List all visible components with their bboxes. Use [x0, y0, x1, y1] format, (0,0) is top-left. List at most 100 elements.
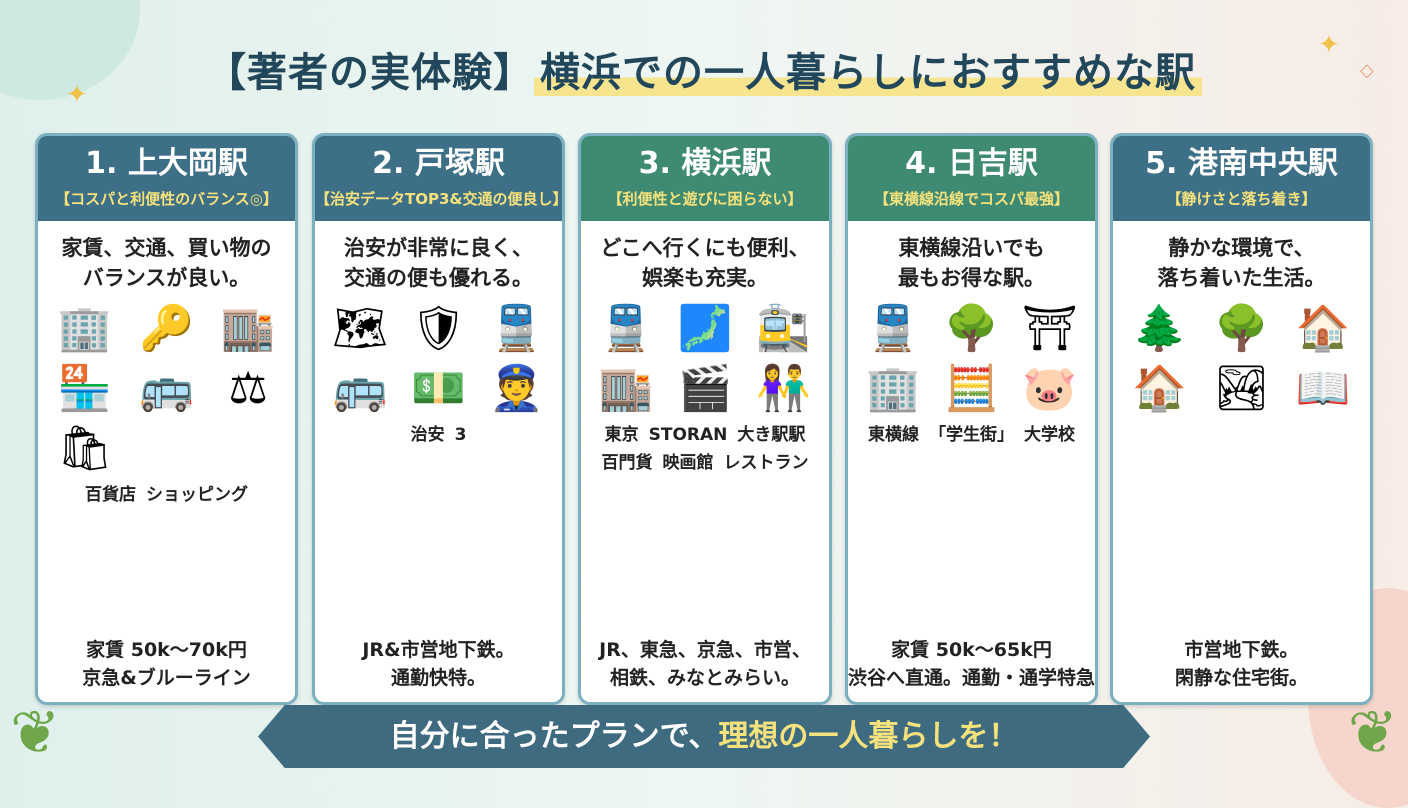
- department-store-icon: 🏬: [220, 303, 276, 354]
- station-card: 5. 港南中央駅 【静けさと落ち着き】 静かな環境で、落ち着いた生活。 🌲🌳🏠🏠…: [1110, 133, 1373, 705]
- illustration-label: 大学校: [1024, 425, 1075, 445]
- description-line: どこへ行くにも便利、: [600, 236, 810, 260]
- reading-person-icon: 📖: [1295, 363, 1351, 414]
- piggy-bank-icon: 🐷: [1022, 363, 1078, 414]
- footer-line: 閑静な住宅街。: [1174, 667, 1308, 689]
- illustration-label: 大き駅駅: [737, 425, 806, 445]
- train-icon: 🚆: [598, 303, 654, 354]
- illustration: 🚆 🌳 ⛩ 🏢 🧮 🐷 東横線「学生街」大学校: [856, 301, 1087, 636]
- illustration-label: 百門貨: [601, 453, 653, 473]
- station-name: 5. 港南中央駅: [1145, 146, 1338, 181]
- footer-line: 家賃 50k〜70k円: [86, 639, 247, 661]
- card-header: 5. 港南中央駅 【静けさと落ち着き】: [1113, 136, 1370, 221]
- description-line: 落ち着いた生活。: [1157, 266, 1326, 290]
- station-footer: 市営地下鉄。閑静な住宅街。: [1113, 636, 1370, 702]
- station-card: 2. 戸塚駅 【治安データTOP3&交通の便良し】 治安が非常に良く、交通の便も…: [312, 133, 565, 705]
- station-footer: 家賃 50k〜70k円京急&ブルーライン: [38, 636, 295, 702]
- money-icon: 💵: [411, 363, 466, 414]
- shop-icon: 🏪: [57, 363, 113, 414]
- station-card: 4. 日吉駅 【東横線沿線でコスパ最強】 東横線沿いでも最もお得な駅。 🚆 🌳 ⛩ 🏢…: [845, 133, 1098, 705]
- page-title: 【著者の実体験】横浜での一人暮らしにおすすめな駅: [0, 40, 1408, 98]
- sparkle-icon: ✦: [1318, 30, 1340, 60]
- illustration-icons: 🌲🌳🏠🏠🏞📖: [1121, 301, 1362, 417]
- illustration-icons: 🗺🛡🚆🚌💵👮: [323, 301, 554, 417]
- station-tagline: 【利便性と遊びに困らない】: [607, 190, 803, 208]
- couple-icon: 👫: [756, 363, 812, 414]
- description-line: 東横線沿いでも: [898, 236, 1045, 260]
- station-footer: JR&市営地下鉄。通勤快特。: [315, 636, 562, 702]
- sparkle-icon: ◇: [1360, 60, 1374, 81]
- footer-line: JR&市営地下鉄。: [362, 639, 515, 661]
- illustration-label: 百貨店: [85, 485, 136, 505]
- illustration: 🏢🔑🏬🏪🚌⚖🛍百貨店ショッピング: [46, 301, 287, 636]
- station-card: 1. 上大岡駅 【コスパと利便性のバランス◎】 家賃、交通、買い物のバランスが良…: [35, 133, 298, 705]
- illustration-label: 治安: [410, 425, 445, 445]
- description-line: 治安が非常に良く、: [344, 236, 533, 260]
- train-icon: 🚆: [489, 303, 545, 354]
- illustration-label: 東横線: [868, 425, 919, 445]
- station-tagline: 【静けさと落ち着き】: [1166, 190, 1317, 208]
- illustration-label: 映画館: [662, 453, 714, 473]
- illustration-labels: 百貨店ショッピング: [46, 483, 287, 507]
- title-prefix: 【著者の実体験】: [206, 50, 534, 96]
- footer-line: JR、東急、京急、市営、: [599, 639, 811, 661]
- card-header: 2. 戸塚駅 【治安データTOP3&交通の便良し】: [315, 136, 562, 221]
- key-coins-icon: 🔑: [139, 303, 194, 354]
- leaf-icon: ❦: [1347, 698, 1398, 768]
- description-line: 最もお得な駅。: [898, 266, 1045, 290]
- park-bench-icon: 🌳: [1214, 303, 1269, 354]
- station-footer: JR、東急、京急、市営、相鉄、みなとみらい。: [581, 636, 829, 702]
- money-tree-icon: 🌳: [944, 303, 999, 354]
- footer-line: 市営地下鉄。: [1184, 639, 1299, 661]
- card-header: 4. 日吉駅 【東横線沿線でコスパ最強】: [848, 136, 1095, 221]
- house-icon: 🏠: [1132, 363, 1188, 414]
- train-icon: 🚆: [865, 303, 921, 354]
- footer-line: 家賃 50k〜65k円: [891, 639, 1052, 661]
- description-line: バランスが良い。: [82, 266, 251, 290]
- illustration-icons: 🚆 🌳 ⛩ 🏢 🧮 🐷: [856, 301, 1087, 417]
- station-name: 3. 横浜駅: [638, 146, 772, 181]
- station-tagline: 【コスパと利便性のバランス◎】: [55, 190, 278, 208]
- footer-line: 相鉄、みなとみらい。: [609, 667, 800, 689]
- title-main: 横浜での一人暮らしにおすすめな駅: [534, 50, 1202, 96]
- building-icon: 🏢: [865, 363, 921, 414]
- sparkle-icon: ✦: [66, 80, 88, 110]
- forest-icon: 🌲: [1132, 303, 1188, 354]
- footer-line: 通勤快特。: [390, 667, 486, 689]
- station-card: 3. 横浜駅 【利便性と遊びに困らない】 どこへ行くにも便利、娯楽も充実。 🚆🗾…: [578, 133, 832, 705]
- illustration-label: ショッピング: [146, 485, 248, 505]
- station-name: 1. 上大岡駅: [85, 146, 248, 181]
- calculator-icon: 🧮: [944, 363, 999, 414]
- illustration-label: 東京: [604, 425, 639, 445]
- illustration-labels: 東横線「学生街」大学校: [856, 423, 1087, 447]
- cinema-icon: 🎬: [677, 363, 733, 414]
- station-description: 東横線沿いでも最もお得な駅。: [848, 233, 1095, 293]
- illustration-icons: 🏢🔑🏬🏪🚌⚖🛍: [46, 301, 287, 477]
- description-line: 交通の便も優れる。: [344, 266, 533, 290]
- map-icon: 🗺: [332, 303, 389, 354]
- torii-gate-icon: ⛩: [1021, 303, 1078, 354]
- department-store-icon: 🏬: [598, 363, 654, 414]
- station-description: 静かな環境で、落ち着いた生活。: [1113, 233, 1370, 293]
- station-footer: 家賃 50k〜65k円渋谷へ直通。通勤・通学特急。: [848, 636, 1095, 702]
- station-description: 家賃、交通、買い物のバランスが良い。: [38, 233, 295, 293]
- card-header: 3. 横浜駅 【利便性と遊びに困らない】: [581, 136, 829, 221]
- station-tagline: 【治安データTOP3&交通の便良し】: [315, 190, 565, 208]
- illustration-labels: 東京 STORAN 大き駅駅百門貨映画館レストラン: [589, 423, 821, 475]
- illustration-label: レストラン: [723, 453, 809, 473]
- station-tagline: 【東横線沿線でコスパ最強】: [873, 190, 1069, 208]
- footer-line: 京急&ブルーライン: [82, 667, 251, 689]
- station-description: 治安が非常に良く、交通の便も優れる。: [315, 233, 562, 293]
- description-line: 娯楽も充実。: [642, 266, 768, 290]
- shopper-icon: 🛍: [56, 423, 113, 474]
- bus-icon: 🚌: [332, 363, 388, 414]
- bottom-banner: 自分に合ったプランで、理想の一人暮らしを！: [258, 705, 1150, 768]
- police-officer-icon: 👮: [489, 363, 545, 414]
- station-name: 2. 戸塚駅: [372, 146, 505, 181]
- illustration-label: STORAN: [648, 425, 728, 445]
- station-icon: 🚉: [756, 303, 812, 354]
- illustration-label: 3: [454, 425, 467, 445]
- leaf-icon: ❦: [10, 698, 61, 768]
